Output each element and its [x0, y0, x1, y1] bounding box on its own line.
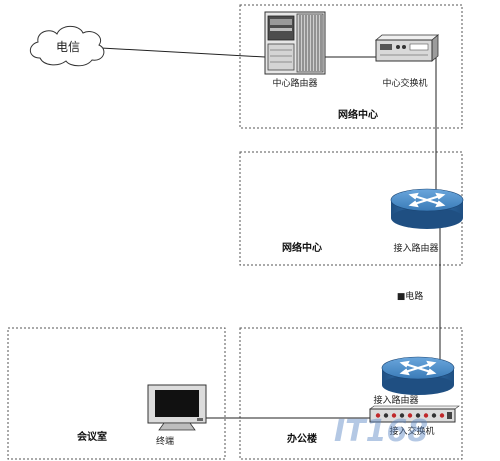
core-router-label: 中心路由器	[272, 77, 317, 89]
cloud-icon	[29, 25, 105, 67]
watermark-logo: IT168	[334, 414, 428, 449]
link-label: ■电路	[397, 290, 424, 302]
network-center-top-title: 网络中心	[338, 108, 378, 121]
access-router-label: 接入路由器	[393, 242, 438, 254]
router-icon	[381, 356, 455, 395]
zone-meeting-room	[7, 327, 226, 460]
switch-icon	[369, 405, 460, 423]
monitor-icon	[147, 384, 207, 431]
office-router-label: 接入路由器	[373, 394, 418, 406]
office-building-title: 办公楼	[287, 432, 317, 445]
network-center-mid-title: 网络中心	[282, 241, 322, 254]
zone-office-building	[239, 327, 463, 460]
core-switch-label: 中心交换机	[382, 77, 427, 89]
meeting-room-title: 会议室	[77, 430, 107, 443]
switch-icon	[374, 34, 440, 62]
server-rack-icon	[264, 11, 326, 75]
terminal-label: 终端	[156, 435, 174, 447]
wire-cloud-to-core-router	[100, 47, 266, 58]
zone-network-center-top	[239, 4, 463, 129]
office-switch-label: 接入交换机	[389, 425, 434, 437]
zone-network-center-mid	[239, 151, 463, 266]
router-icon	[390, 188, 464, 229]
cloud-label: 电信	[56, 40, 80, 54]
